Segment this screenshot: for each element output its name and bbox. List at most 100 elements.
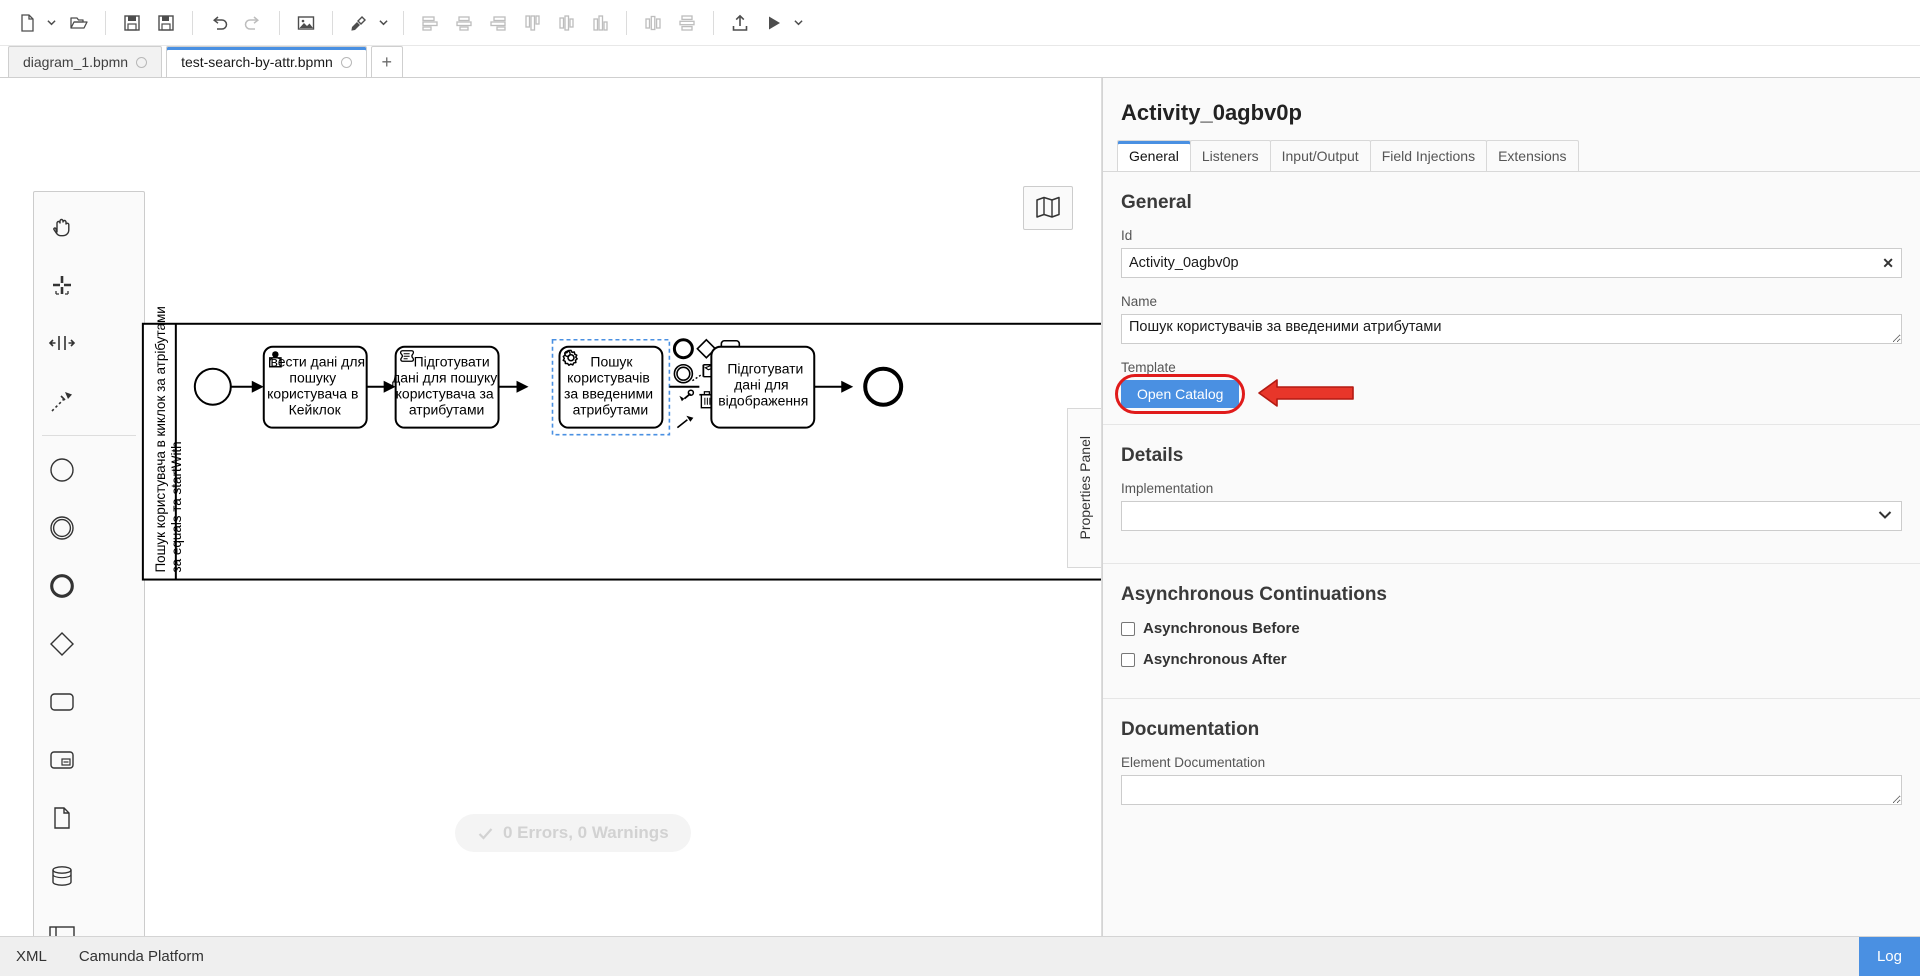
toolbar-divider — [403, 10, 404, 35]
status-log-button[interactable]: Log — [1858, 937, 1920, 976]
group-asynchronous-continuations: Asynchronous Continuations Asynchronous … — [1103, 564, 1920, 699]
pool-label: Пошук користувача в киклок за атрібутами… — [153, 302, 184, 572]
tab-label: diagram_1.bpmn — [23, 54, 129, 70]
name-field-wrap — [1121, 314, 1902, 344]
deploy-icon[interactable] — [723, 6, 757, 40]
distribute-horizontal-icon[interactable] — [636, 6, 670, 40]
tab-diagram-1[interactable]: diagram_1.bpmn — [8, 46, 163, 77]
file-tab-bar: diagram_1.bpmn test-search-by-attr.bpmn … — [0, 46, 1920, 78]
redo-icon[interactable] — [236, 6, 270, 40]
connector-dotted — [691, 374, 702, 382]
async-before-label[interactable]: Asynchronous Before — [1143, 620, 1300, 637]
tab-close-icon[interactable] — [340, 56, 352, 68]
sequence-flow-1 — [230, 380, 264, 393]
minimap-toggle[interactable] — [1023, 186, 1073, 230]
async-after-label[interactable]: Asynchronous After — [1143, 651, 1287, 668]
async-after-row: Asynchronous After — [1121, 651, 1902, 668]
context-pad — [672, 338, 741, 429]
start-event-icon[interactable] — [34, 441, 90, 499]
properties-content: General Id ✕ Name Template Open Catalog — [1103, 172, 1920, 936]
group-general: General Id ✕ Name Template Open Catalog — [1103, 172, 1920, 425]
bpmn-canvas[interactable]: Пошук користувача в киклок за атрібутами… — [0, 78, 1102, 936]
run-icon[interactable] — [757, 6, 791, 40]
id-label: Id — [1121, 228, 1133, 243]
space-tool-icon[interactable] — [34, 314, 90, 372]
data-object-icon[interactable] — [34, 789, 90, 847]
distribute-vertical-icon[interactable] — [670, 6, 704, 40]
export-image-icon[interactable] — [289, 6, 323, 40]
id-field-wrap: ✕ — [1121, 248, 1902, 278]
open-folder-icon[interactable] — [62, 6, 96, 40]
start-event — [193, 367, 232, 406]
intermediate-event-icon[interactable] — [34, 499, 90, 557]
data-store-icon[interactable] — [34, 847, 90, 905]
tab-input-output[interactable]: Input/Output — [1269, 140, 1371, 171]
save-icon[interactable] — [115, 6, 149, 40]
align-top-icon[interactable] — [515, 6, 549, 40]
workspace: Пошук користувача в киклок за атрібутами… — [0, 78, 1920, 936]
tab-close-icon[interactable] — [136, 56, 148, 68]
task-prepare-search-data: Підготувати дані для пошуку користувача … — [392, 345, 501, 429]
undo-icon[interactable] — [202, 6, 236, 40]
tab-test-search-by-attr[interactable]: test-search-by-attr.bpmn — [166, 46, 367, 77]
new-diagram-icon[interactable] — [10, 6, 44, 40]
gateway-icon[interactable] — [34, 615, 90, 673]
task-search-users: Пошук користувачів за введеними атрибута… — [551, 338, 671, 436]
palette-divider — [42, 435, 136, 436]
name-textarea[interactable] — [1121, 314, 1902, 344]
connect-tool-icon[interactable] — [34, 372, 90, 430]
change-type-icon — [679, 389, 695, 402]
properties-panel-toggle[interactable]: Properties Panel — [1067, 408, 1101, 568]
align-left-icon[interactable] — [413, 6, 447, 40]
properties-tab-bar: General Listeners Input/Output Field Inj… — [1103, 140, 1920, 172]
tab-listeners[interactable]: Listeners — [1189, 140, 1271, 171]
color-chevron-down-icon[interactable] — [376, 6, 390, 40]
element-documentation-textarea[interactable] — [1121, 775, 1902, 805]
group-details-heading: Details — [1121, 445, 1184, 466]
script-icon — [399, 350, 415, 362]
clear-icon[interactable]: ✕ — [1882, 255, 1894, 271]
participant-icon[interactable] — [34, 905, 90, 936]
new-tab-button[interactable]: + — [370, 46, 403, 77]
bpmn-diagram[interactable]: Пошук користувача в киклок за атрібутами… — [0, 78, 1101, 936]
status-camunda-platform-button[interactable]: Camunda Platform — [78, 948, 204, 965]
group-general-heading: General — [1121, 192, 1192, 213]
align-middle-icon[interactable] — [549, 6, 583, 40]
task-label: Підготувати дані для пошуку користувача … — [392, 354, 501, 418]
page-title: Activity_0agbv0p — [1121, 100, 1302, 125]
tab-field-injections[interactable]: Field Injections — [1369, 140, 1488, 171]
status-xml-button[interactable]: XML — [16, 948, 47, 965]
sequence-flow-2 — [366, 380, 396, 393]
tab-general[interactable]: General — [1117, 140, 1191, 171]
id-input[interactable] — [1121, 248, 1902, 278]
main-toolbar — [0, 0, 1920, 46]
map-icon — [1036, 196, 1060, 218]
async-before-checkbox[interactable] — [1121, 621, 1135, 636]
tab-extensions[interactable]: Extensions — [1486, 140, 1579, 171]
append-end-event-icon — [672, 338, 694, 360]
new-diagram-chevron-down-icon[interactable] — [44, 6, 58, 40]
sequence-flow-5 — [814, 380, 854, 393]
run-chevron-down-icon[interactable] — [791, 6, 805, 40]
annotation-arrow-icon — [1258, 379, 1354, 407]
append-gateway-icon — [696, 338, 717, 359]
open-catalog-button[interactable]: Open Catalog — [1121, 380, 1240, 408]
subprocess-expanded-icon[interactable] — [34, 731, 90, 789]
align-right-icon[interactable] — [481, 6, 515, 40]
user-icon — [269, 351, 282, 368]
lasso-tool-icon[interactable] — [34, 256, 90, 314]
async-after-checkbox[interactable] — [1121, 652, 1135, 667]
task-prepare-display-data: Підготувати дані для відображення — [710, 345, 816, 429]
group-details: Details Implementation — [1103, 425, 1920, 564]
task-icon[interactable] — [34, 673, 90, 731]
end-event-icon[interactable] — [34, 557, 90, 615]
save-as-icon[interactable] — [149, 6, 183, 40]
hand-tool-icon[interactable] — [34, 198, 90, 256]
align-center-icon[interactable] — [447, 6, 481, 40]
align-bottom-icon[interactable] — [583, 6, 617, 40]
tab-label: test-search-by-attr.bpmn — [181, 54, 333, 70]
task-label: Підготувати дані для відображення — [718, 361, 808, 409]
color-brush-icon[interactable] — [342, 6, 376, 40]
append-intermediate-event-icon — [673, 363, 694, 384]
implementation-select[interactable] — [1121, 501, 1902, 531]
